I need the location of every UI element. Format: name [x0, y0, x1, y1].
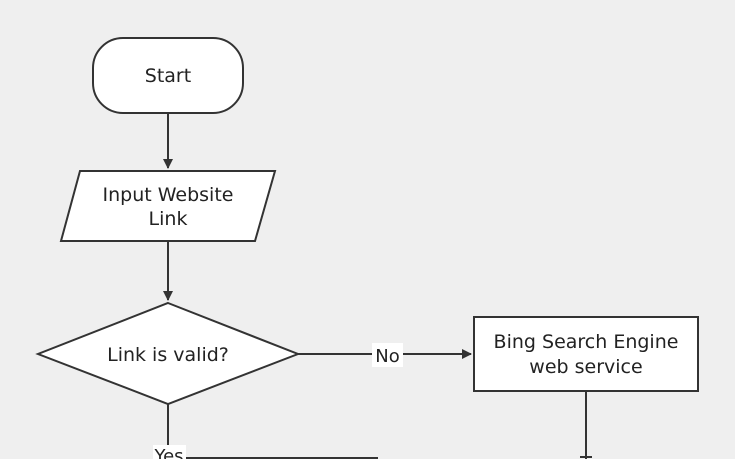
input-label-line2: Link: [149, 208, 188, 230]
decision-node[interactable]: Link is valid?: [35, 301, 301, 406]
service-label-line1: Bing Search Engine: [494, 331, 679, 353]
start-node[interactable]: Start: [92, 37, 244, 114]
start-label: Start: [145, 65, 191, 87]
no-edge-label: No: [375, 346, 399, 367]
decision-label: Link is valid?: [107, 344, 229, 366]
input-label-line1: Input Website: [103, 184, 234, 206]
service-label-line2: web service: [529, 356, 642, 378]
yes-label-bg: [153, 445, 186, 459]
input-node[interactable]: Input Website Link: [59, 170, 277, 242]
no-label-bg: [372, 343, 403, 367]
service-node[interactable]: Bing Search Engine web service: [473, 316, 699, 392]
yes-edge-label: Yes: [153, 446, 183, 459]
